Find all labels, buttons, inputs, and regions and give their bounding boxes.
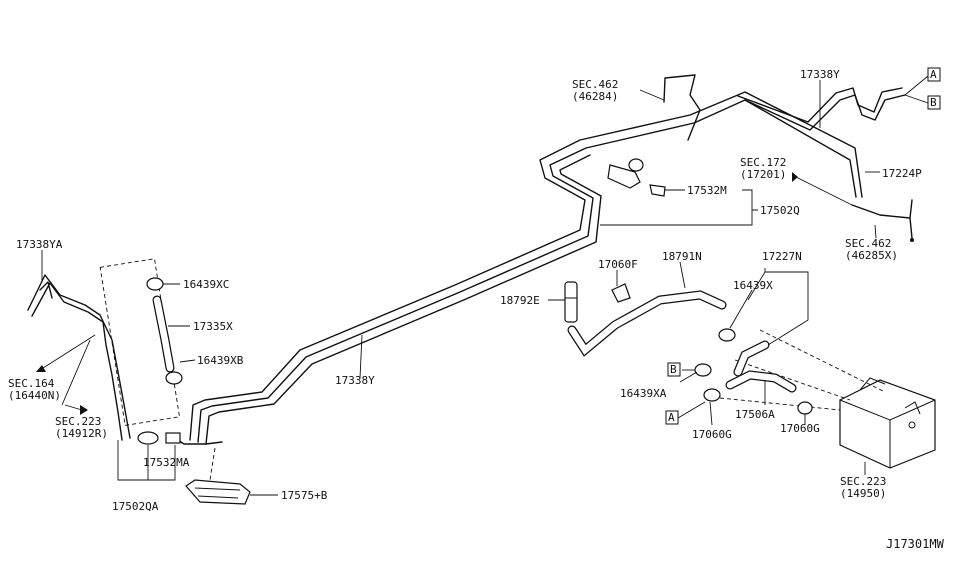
main-fuel-line-bundle (177, 87, 906, 445)
label-17224P: 17224P (882, 167, 922, 180)
label-17338YA: 17338YA (16, 238, 63, 251)
label-group: SEC.462 (46284) 17338Y A B SEC.172 (1720… (8, 68, 945, 551)
label-sec223b-1: SEC.223 (840, 475, 886, 488)
ref-box-b2 (667, 362, 681, 377)
label-17335X: 17335X (193, 320, 233, 333)
label-sec172-1: SEC.172 (740, 156, 786, 169)
label-sec164-2: (16440N) (8, 389, 61, 402)
label-16439XC: 16439XC (183, 278, 229, 291)
bracket-17575B (185, 479, 251, 505)
ref-box-a (927, 67, 941, 82)
label-17502QA: 17502QA (112, 500, 159, 513)
hose-17335X (152, 295, 175, 373)
hose-18791N (567, 290, 727, 357)
arrow-17201 (792, 172, 798, 182)
canister-guides (719, 329, 886, 411)
label-ref-b2: B (670, 363, 677, 376)
label-sec462a-1: SEC.462 (572, 78, 618, 91)
label-16439XA: 16439XA (620, 387, 667, 400)
label-17060G-a: 17060G (692, 428, 732, 441)
label-sec223a-2: (14912R) (55, 427, 108, 440)
connector-17532M (607, 158, 666, 197)
ref-box-b (927, 95, 941, 110)
label-17532M: 17532M (687, 184, 727, 197)
label-ref-b: B (930, 96, 937, 109)
label-17502Q: 17502Q (760, 204, 800, 217)
label-sec462a-2: (46284) (572, 90, 618, 103)
hose-17506A (725, 370, 797, 393)
label-sec462b-2: (46285X) (845, 249, 898, 262)
label-sec164-1: SEC.164 (8, 377, 55, 390)
label-sec223b-2: (14950) (840, 487, 886, 500)
clamp-16439XC (146, 277, 164, 291)
clamp-17060G-a (703, 388, 721, 402)
connector-small (165, 432, 181, 444)
clamp-16439X (718, 328, 736, 342)
diagram-id: J17301MW (886, 537, 945, 551)
label-sec462b-1: SEC.462 (845, 237, 891, 250)
canister-14950 (839, 377, 936, 469)
leader-lines (39, 75, 929, 496)
label-sec172-2: (17201) (740, 168, 786, 181)
label-16439X: 16439X (733, 279, 773, 292)
label-17338Y-mid: 17338Y (335, 374, 375, 387)
bracket-guide (209, 447, 216, 481)
hose-17227N (733, 340, 770, 377)
clamp-17060G-b (797, 401, 813, 415)
clamp-16439XB (165, 371, 183, 385)
label-17506A: 17506A (735, 408, 775, 421)
label-17575B: 17575+B (281, 489, 328, 502)
label-17338Y-top: 17338Y (800, 68, 840, 81)
label-16439XB: 16439XB (197, 354, 244, 367)
label-sec223a-1: SEC.223 (55, 415, 101, 428)
ref-box-a2 (665, 410, 679, 425)
label-17060G-b: 17060G (780, 422, 820, 435)
arrow-14912R (80, 405, 88, 415)
line-46285X (851, 199, 913, 239)
label-17227N: 17227N (762, 250, 802, 263)
clip-17060F (611, 283, 631, 303)
label-ref-a: A (930, 68, 937, 81)
arrow-16440N (36, 365, 46, 372)
clamp-16439XA (694, 363, 712, 377)
line-46284 (663, 74, 701, 141)
label-17060F: 17060F (598, 258, 638, 271)
dot-46285X (910, 238, 914, 242)
label-17532MA: 17532MA (143, 456, 190, 469)
left-tube-17338YA (27, 274, 131, 441)
label-ref-a2: A (668, 411, 675, 424)
connector-17532MA (137, 431, 159, 445)
label-18792E: 18792E (500, 294, 540, 307)
fitting-18792E (564, 281, 578, 323)
label-18791N: 18791N (662, 250, 702, 263)
